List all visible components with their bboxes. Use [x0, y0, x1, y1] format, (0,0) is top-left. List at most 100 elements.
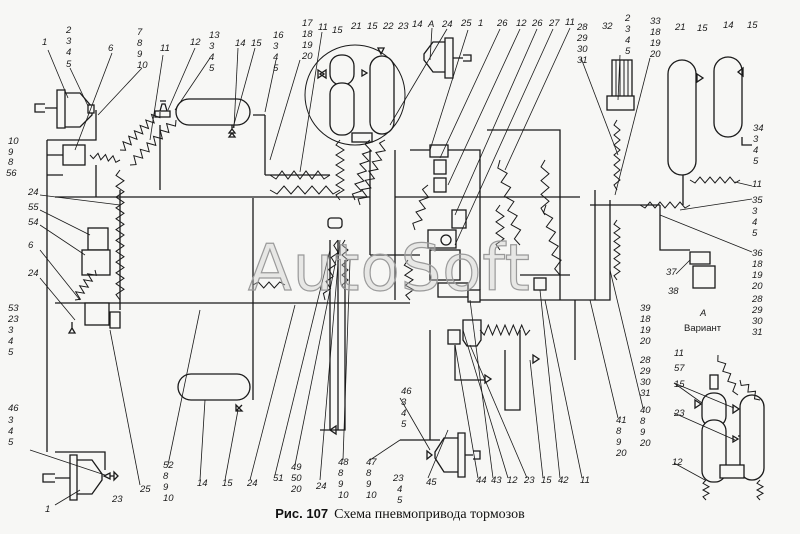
callout-label: 24 [27, 187, 39, 198]
drain-valves-right [696, 66, 752, 146]
hose [412, 184, 430, 231]
leader-lines [29, 27, 753, 506]
callout-label: 18 [752, 259, 763, 270]
callout-label: 3 [8, 415, 14, 426]
unit-32-base [606, 95, 635, 111]
callout-label: 28 [639, 355, 651, 366]
callout-label: 3 [753, 134, 759, 145]
callout-label: 11 [752, 179, 762, 190]
callout-label: 18 [650, 27, 661, 38]
hose [269, 170, 331, 180]
drain-valve-15-bottom [235, 403, 244, 412]
callout-label: 23 [523, 475, 535, 486]
callout-label: 11 [580, 475, 590, 486]
callout-label: 24 [441, 19, 453, 30]
callout-label: 37 [666, 267, 677, 278]
hose [357, 139, 387, 206]
callout-label: 6 [28, 240, 34, 251]
hose [689, 176, 741, 184]
callout-label: 9 [640, 427, 646, 438]
brake-valve [429, 249, 461, 281]
callout-label: 3 [752, 206, 758, 217]
callout-label: 31 [752, 327, 763, 338]
hose [403, 259, 415, 301]
leader-line [69, 67, 89, 107]
leader-line [294, 249, 339, 466]
callout-label: 54 [28, 217, 39, 228]
detail-a-circle [304, 44, 406, 146]
callout-label: 25 [139, 484, 151, 495]
leader-line [673, 382, 735, 409]
components [34, 37, 765, 501]
variant-valve-12 [719, 464, 745, 479]
pushrod-rear-left [42, 473, 70, 483]
callout-label: A [427, 19, 434, 30]
leader-line [29, 449, 106, 476]
leader-line [167, 309, 201, 466]
leader-line [469, 344, 528, 479]
leader-line [454, 28, 538, 216]
drain-valve-15 [227, 125, 237, 138]
valve-26-lower [433, 159, 447, 175]
variant-label: Вариант [684, 323, 722, 334]
leader-line [447, 28, 521, 186]
drain-valves [317, 47, 386, 80]
leader-line [529, 359, 544, 479]
callout-label: 15 [251, 38, 262, 49]
leader-line [39, 194, 121, 206]
hose [701, 479, 711, 501]
valve-12-top [154, 110, 171, 118]
hose [497, 159, 522, 246]
callout-label: 23 [673, 408, 685, 419]
callout-label: 11 [565, 17, 575, 28]
callout-label: 5 [273, 63, 279, 74]
callout-label: 9 [137, 49, 143, 60]
callout-label: 30 [640, 377, 651, 388]
valve-23-left [67, 322, 77, 334]
valve-6 [62, 144, 86, 166]
leader-line [609, 269, 644, 409]
leader-line [675, 259, 691, 275]
callout-label: 5 [401, 419, 407, 430]
hose [495, 204, 505, 251]
callout-label: 5 [8, 347, 14, 358]
hose [639, 201, 691, 209]
callout-label: 14 [412, 19, 423, 30]
callout-label: 8 [616, 426, 622, 437]
hose [351, 139, 373, 201]
callout-label: 3 [273, 41, 279, 52]
callout-label: 12 [190, 37, 201, 48]
callout-label: 39 [640, 303, 651, 314]
callout-label: 3 [209, 41, 215, 52]
valve-25 [109, 311, 121, 329]
valve-43 [467, 289, 481, 303]
callout-label: 9 [616, 437, 622, 448]
callout-label: 46 [401, 386, 412, 397]
callout-label: 4 [273, 52, 278, 63]
callout-label: 19 [640, 325, 651, 336]
callout-label: 30 [752, 316, 763, 327]
leader-line [39, 224, 86, 256]
callout-label: 23 [111, 494, 123, 505]
callout-label: 50 [291, 473, 302, 484]
callout-label: 18 [640, 314, 651, 325]
leader-line [199, 399, 206, 481]
callout-label: 10 [366, 490, 377, 501]
leader-line [39, 249, 81, 301]
callout-label: 7 [137, 27, 143, 38]
callout-label: 26 [531, 18, 543, 29]
leader-line [109, 329, 141, 486]
leader-line [504, 27, 571, 171]
callout-label: 5 [625, 46, 631, 57]
callout-label: 13 [209, 30, 220, 41]
callout-label: 20 [649, 49, 661, 60]
leader-line [469, 299, 494, 479]
callout-label: 8 [366, 468, 372, 479]
callout-label: 41 [616, 415, 627, 426]
leader-line [617, 54, 621, 101]
receiver-14-bottom [177, 373, 251, 401]
callout-label: 14 [723, 20, 734, 31]
callout-label: 23 [7, 314, 19, 325]
callout-label: 4 [401, 408, 406, 419]
